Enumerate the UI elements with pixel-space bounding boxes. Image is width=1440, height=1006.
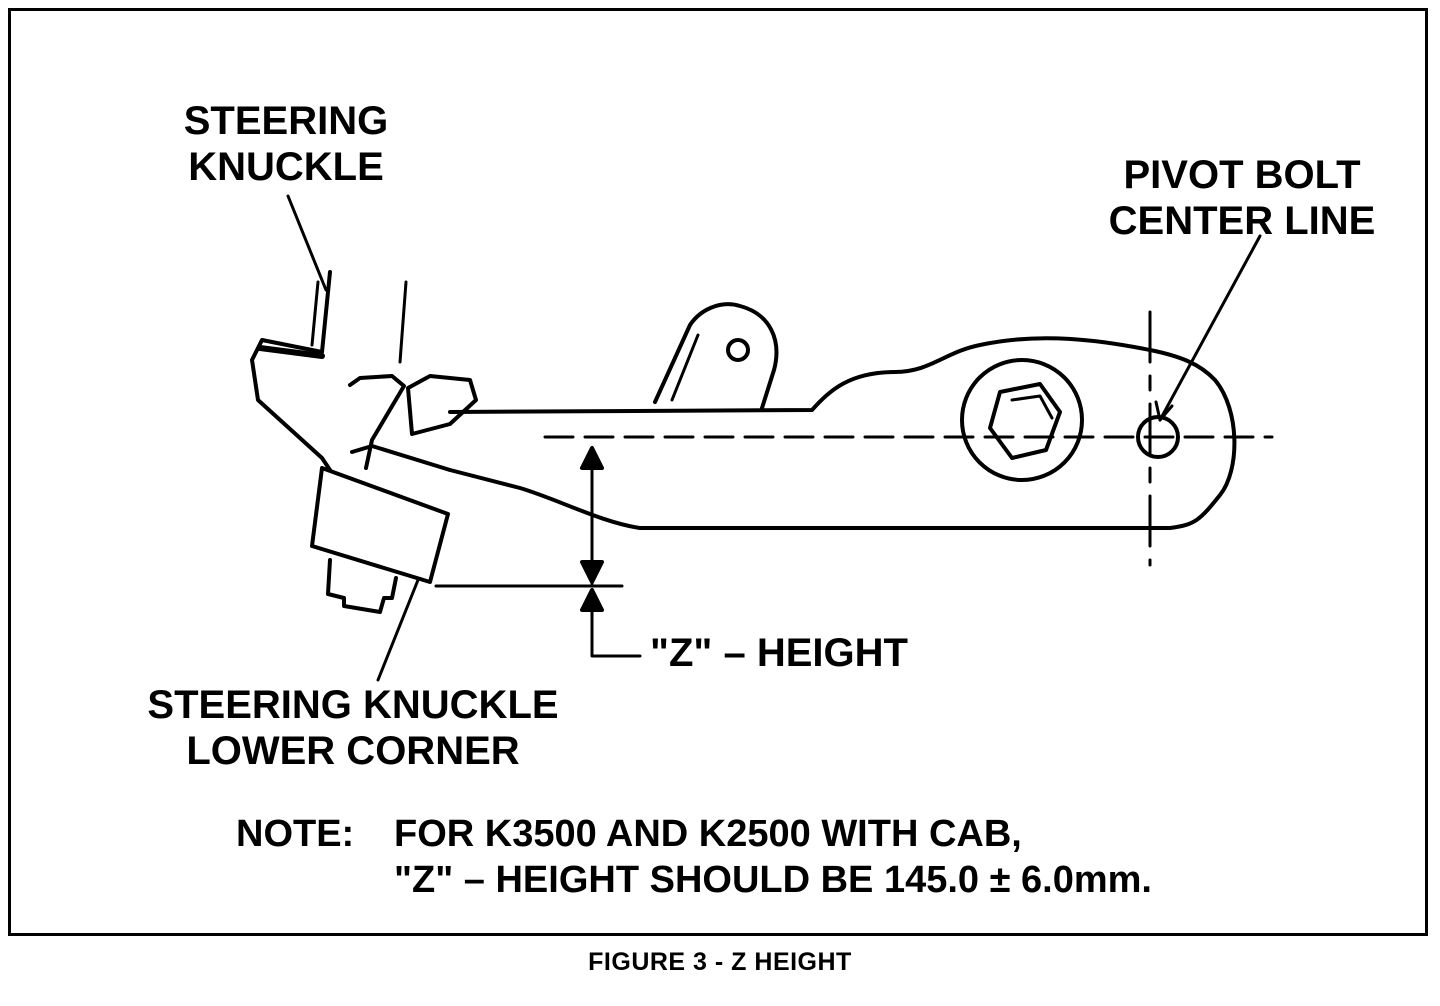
knuckle-lower-corner-label: STEERING KNUCKLE LOWER CORNER — [128, 682, 578, 774]
pivot-leader — [1158, 234, 1262, 422]
z-arrow-top — [580, 446, 604, 470]
steering-knuckle-label-line2: KNUCKLE — [188, 145, 384, 189]
z-arrow-bottom — [580, 560, 604, 584]
figure-caption: FIGURE 3 - Z HEIGHT — [588, 948, 852, 976]
hex-bolt-inner — [1010, 394, 1054, 420]
shock-bracket — [653, 302, 779, 410]
knuckle-boss — [406, 374, 478, 436]
note-prefix: NOTE: — [236, 813, 355, 855]
steering-knuckle-outline — [250, 270, 332, 472]
pivot-bolt-label-line1: PIVOT BOLT — [1123, 153, 1361, 197]
note-indent — [236, 858, 394, 904]
hex-bolt — [988, 382, 1062, 460]
knuckle-upper-edge — [257, 345, 325, 359]
steering-knuckle-label-line1: STEERING — [183, 99, 389, 143]
bushing-outer — [960, 358, 1084, 482]
z-height-label: "Z" – HEIGHT — [650, 631, 908, 675]
bracket-hole — [726, 338, 750, 362]
pivot-bolt-label-line2: CENTER LINE — [1108, 199, 1376, 243]
pivot-bolt-label: PIVOT BOLT CENTER LINE — [1096, 152, 1388, 244]
note-block: NOTE: FOR K3500 AND K2500 WITH CAB, "Z" … — [236, 812, 1152, 903]
knuckle-leader-2 — [398, 280, 408, 364]
note-line1: FOR K3500 AND K2500 WITH CAB, — [394, 813, 1022, 855]
pivot-leader-arrow — [1154, 400, 1174, 422]
shock-bracket-inner — [670, 333, 700, 402]
knuckle-lower-corner-label-line2: LOWER CORNER — [186, 729, 520, 773]
control-arm-outline — [448, 336, 1237, 530]
lower-corner-leader — [376, 578, 420, 682]
knuckle-leader — [286, 194, 328, 292]
note-line2: "Z" – HEIGHT SHOULD BE 145.0 ± 6.0mm. — [394, 858, 1152, 901]
knuckle-to-arm-line — [350, 444, 452, 472]
diagram-frame — [8, 8, 1428, 936]
ball-joint-stud — [326, 558, 398, 614]
steering-knuckle-label: STEERING KNUCKLE — [170, 98, 402, 190]
knuckle-lower-corner-label-line1: STEERING KNUCKLE — [147, 683, 559, 727]
z-arrow-lower — [580, 588, 604, 612]
z-label-leader — [590, 610, 642, 658]
ball-joint-housing — [310, 466, 450, 584]
steering-knuckle-inner — [310, 280, 320, 347]
